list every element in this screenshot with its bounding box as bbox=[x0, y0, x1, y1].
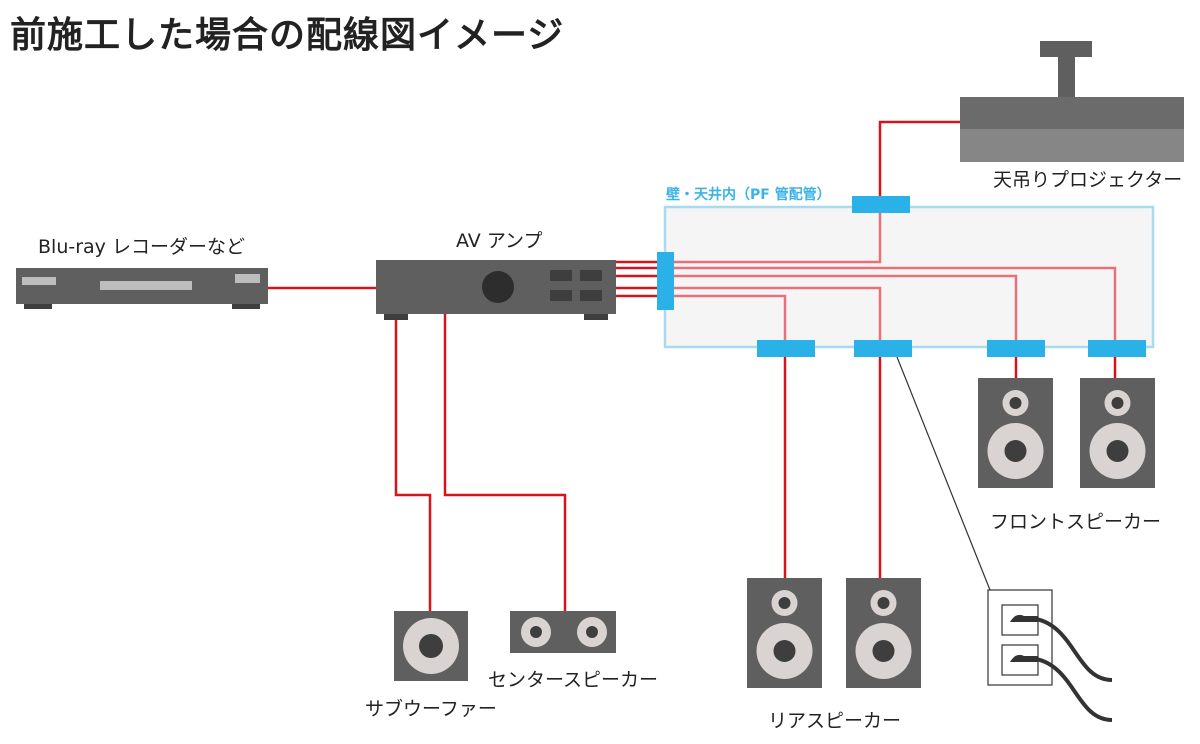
cable-projector bbox=[878, 120, 960, 197]
diagram-title: 前施工した場合の配線図イメージ bbox=[10, 15, 565, 56]
bluray-label: Blu-ray レコーダーなど bbox=[38, 236, 245, 258]
cable-center bbox=[443, 314, 567, 612]
conduit-projector bbox=[852, 196, 910, 213]
cable-amp-wall bbox=[616, 260, 660, 298]
front-speaker-label: フロントスピーカー bbox=[990, 511, 1162, 533]
rear-speaker-label: リアスピーカー bbox=[768, 710, 902, 732]
rear-speaker-right bbox=[846, 578, 921, 688]
center-speaker bbox=[510, 611, 616, 653]
projector-label: 天吊りプロジェクター bbox=[993, 169, 1183, 191]
bluray-recorder bbox=[16, 268, 268, 309]
rear-speaker-left bbox=[747, 578, 822, 688]
front-speaker-right bbox=[1080, 378, 1155, 488]
amp-label: AV アンプ bbox=[456, 230, 543, 252]
front-speaker-left bbox=[978, 378, 1053, 488]
conduit-front-right bbox=[1088, 340, 1146, 357]
cable-subwoofer bbox=[394, 318, 432, 612]
wall-ceiling-label: 壁・天井内（PF 管配管） bbox=[666, 187, 831, 203]
outlet-line bbox=[896, 356, 991, 591]
conduit-rear-right bbox=[854, 340, 912, 357]
subwoofer-label: サブウーファー bbox=[365, 698, 497, 720]
wall-outlet-icon bbox=[987, 589, 1113, 722]
cables bbox=[268, 120, 1117, 612]
subwoofer bbox=[394, 611, 468, 681]
conduit-amp-side bbox=[657, 252, 674, 310]
ceiling-projector bbox=[960, 41, 1184, 162]
conduit-rear-left bbox=[757, 340, 815, 357]
conduit-front-left bbox=[987, 340, 1045, 357]
center-speaker-label: センタースピーカー bbox=[488, 669, 659, 691]
in-wall-cables bbox=[666, 208, 1117, 347]
av-amplifier bbox=[376, 260, 616, 320]
volume-knob-icon bbox=[482, 271, 514, 303]
conduit-connectors bbox=[657, 196, 1146, 357]
